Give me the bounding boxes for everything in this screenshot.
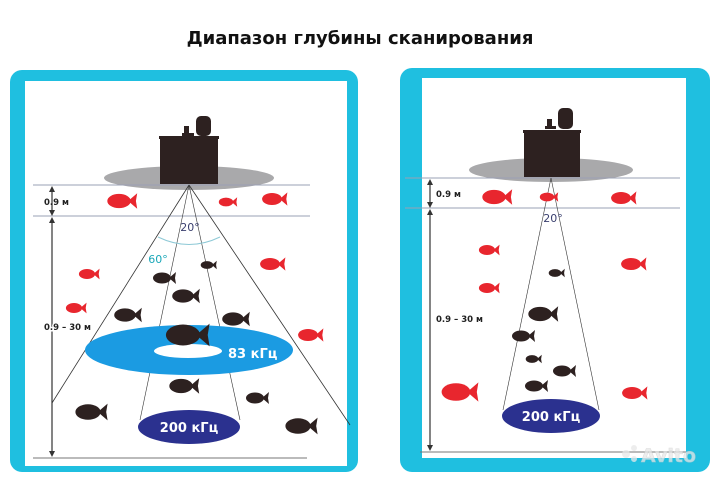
depth-range-label: 0.9 – 30 м	[44, 323, 91, 333]
ring-83khz-hole	[154, 344, 222, 358]
angle-20-arc	[157, 236, 221, 245]
angle-60-label: 60°	[148, 253, 168, 266]
angle-20-label: 20°	[543, 212, 563, 225]
angle-20-label: 20°	[180, 221, 200, 234]
freq-83-label: 83 кГц	[228, 347, 278, 362]
beam-20-left	[502, 177, 552, 411]
watermark-text: Avito	[641, 445, 696, 467]
depth-top-label: 0.9 м	[44, 198, 69, 208]
depth-range-label: 0.9 – 30 м	[436, 315, 483, 325]
right-panel: 0.9 м 0.9 – 30 м 20° 200 кГц	[400, 68, 710, 472]
ellipse-200khz	[138, 410, 240, 444]
left-panel: 0.9 м 0.9 – 30 м 20° 60° 83 кГц	[10, 70, 358, 472]
beam-60-right	[188, 184, 351, 426]
beam-20-left	[139, 184, 190, 421]
depth-top-label: 0.9 м	[436, 190, 461, 200]
fishfinder-boat-icon	[159, 116, 219, 184]
beam-20-right	[550, 177, 600, 411]
beam-20-right	[188, 184, 241, 421]
avito-watermark: Avito	[622, 445, 696, 467]
diagram-title: Диапазон глубины сканирования	[187, 28, 534, 49]
fishfinder-boat-icon	[523, 108, 581, 177]
beam-60-left	[51, 184, 190, 404]
freq-200-label: 200 кГц	[160, 421, 219, 436]
freq-200-label: 200 кГц	[522, 410, 581, 425]
ellipse-200khz	[502, 399, 600, 433]
